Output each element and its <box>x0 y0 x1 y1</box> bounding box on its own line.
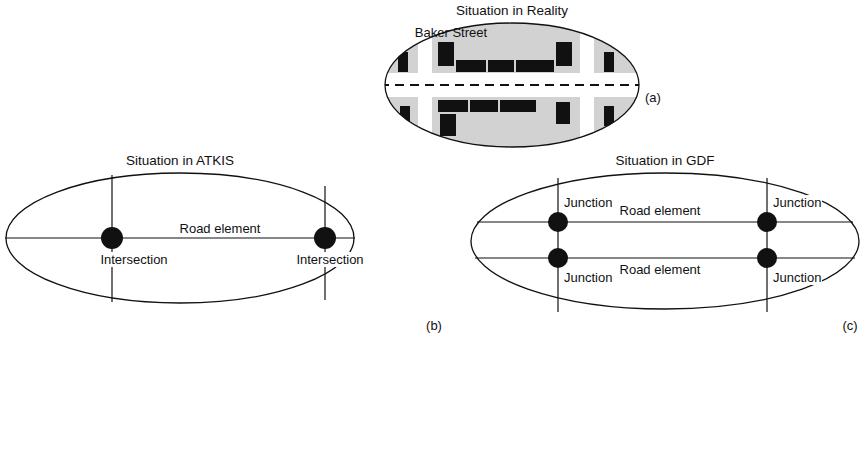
region-ellipse: Situation in GDF <box>470 172 860 310</box>
ellipse-outline <box>384 22 640 148</box>
node-label: Junction <box>772 270 822 285</box>
road-label: Road element <box>179 221 262 236</box>
region-title: Situation in Reality <box>456 3 568 19</box>
ellipse-outline <box>470 172 860 310</box>
panel-letter: (c) <box>841 318 858 333</box>
road-network-atkis <box>5 175 355 302</box>
node-label: Junction <box>563 270 613 285</box>
panel-letter: (b) <box>425 318 443 333</box>
node-label: Junction <box>563 195 613 210</box>
region-ellipse: Situation in Reality <box>384 22 640 148</box>
street-name: Baker Street <box>414 25 488 40</box>
panel-letter: (a) <box>644 90 662 105</box>
region-title: Situation in GDF <box>615 153 714 169</box>
road-network-gdf <box>475 178 855 312</box>
node-label: Junction <box>772 195 822 210</box>
region-ellipse: Situation in ATKIS <box>5 172 355 304</box>
node-label: Intersection <box>99 252 168 267</box>
ellipse-outline <box>5 172 355 304</box>
region-title: Situation in ATKIS <box>126 153 234 169</box>
road-label: Road element <box>619 262 702 277</box>
junction-dots <box>548 212 777 268</box>
node-label: Intersection <box>295 252 364 267</box>
city-blocks <box>380 18 644 152</box>
road-label: Road element <box>619 203 702 218</box>
